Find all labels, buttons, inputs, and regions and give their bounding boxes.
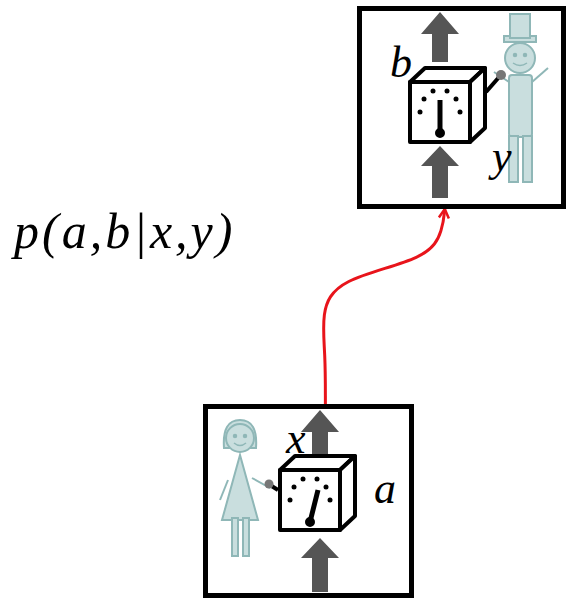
- variable-label: a: [374, 465, 396, 513]
- alice-figure: [220, 420, 270, 556]
- variable-label: y: [492, 133, 512, 181]
- variable-label: b: [390, 39, 412, 87]
- bottom-device: [270, 456, 355, 530]
- probability-label: p(a,b|x,y): [14, 204, 235, 259]
- top-device: [410, 68, 500, 142]
- party-box: xa: [203, 404, 414, 598]
- signal-arrow: [324, 209, 445, 404]
- variable-label: x: [286, 415, 306, 463]
- party-box: by: [357, 6, 566, 209]
